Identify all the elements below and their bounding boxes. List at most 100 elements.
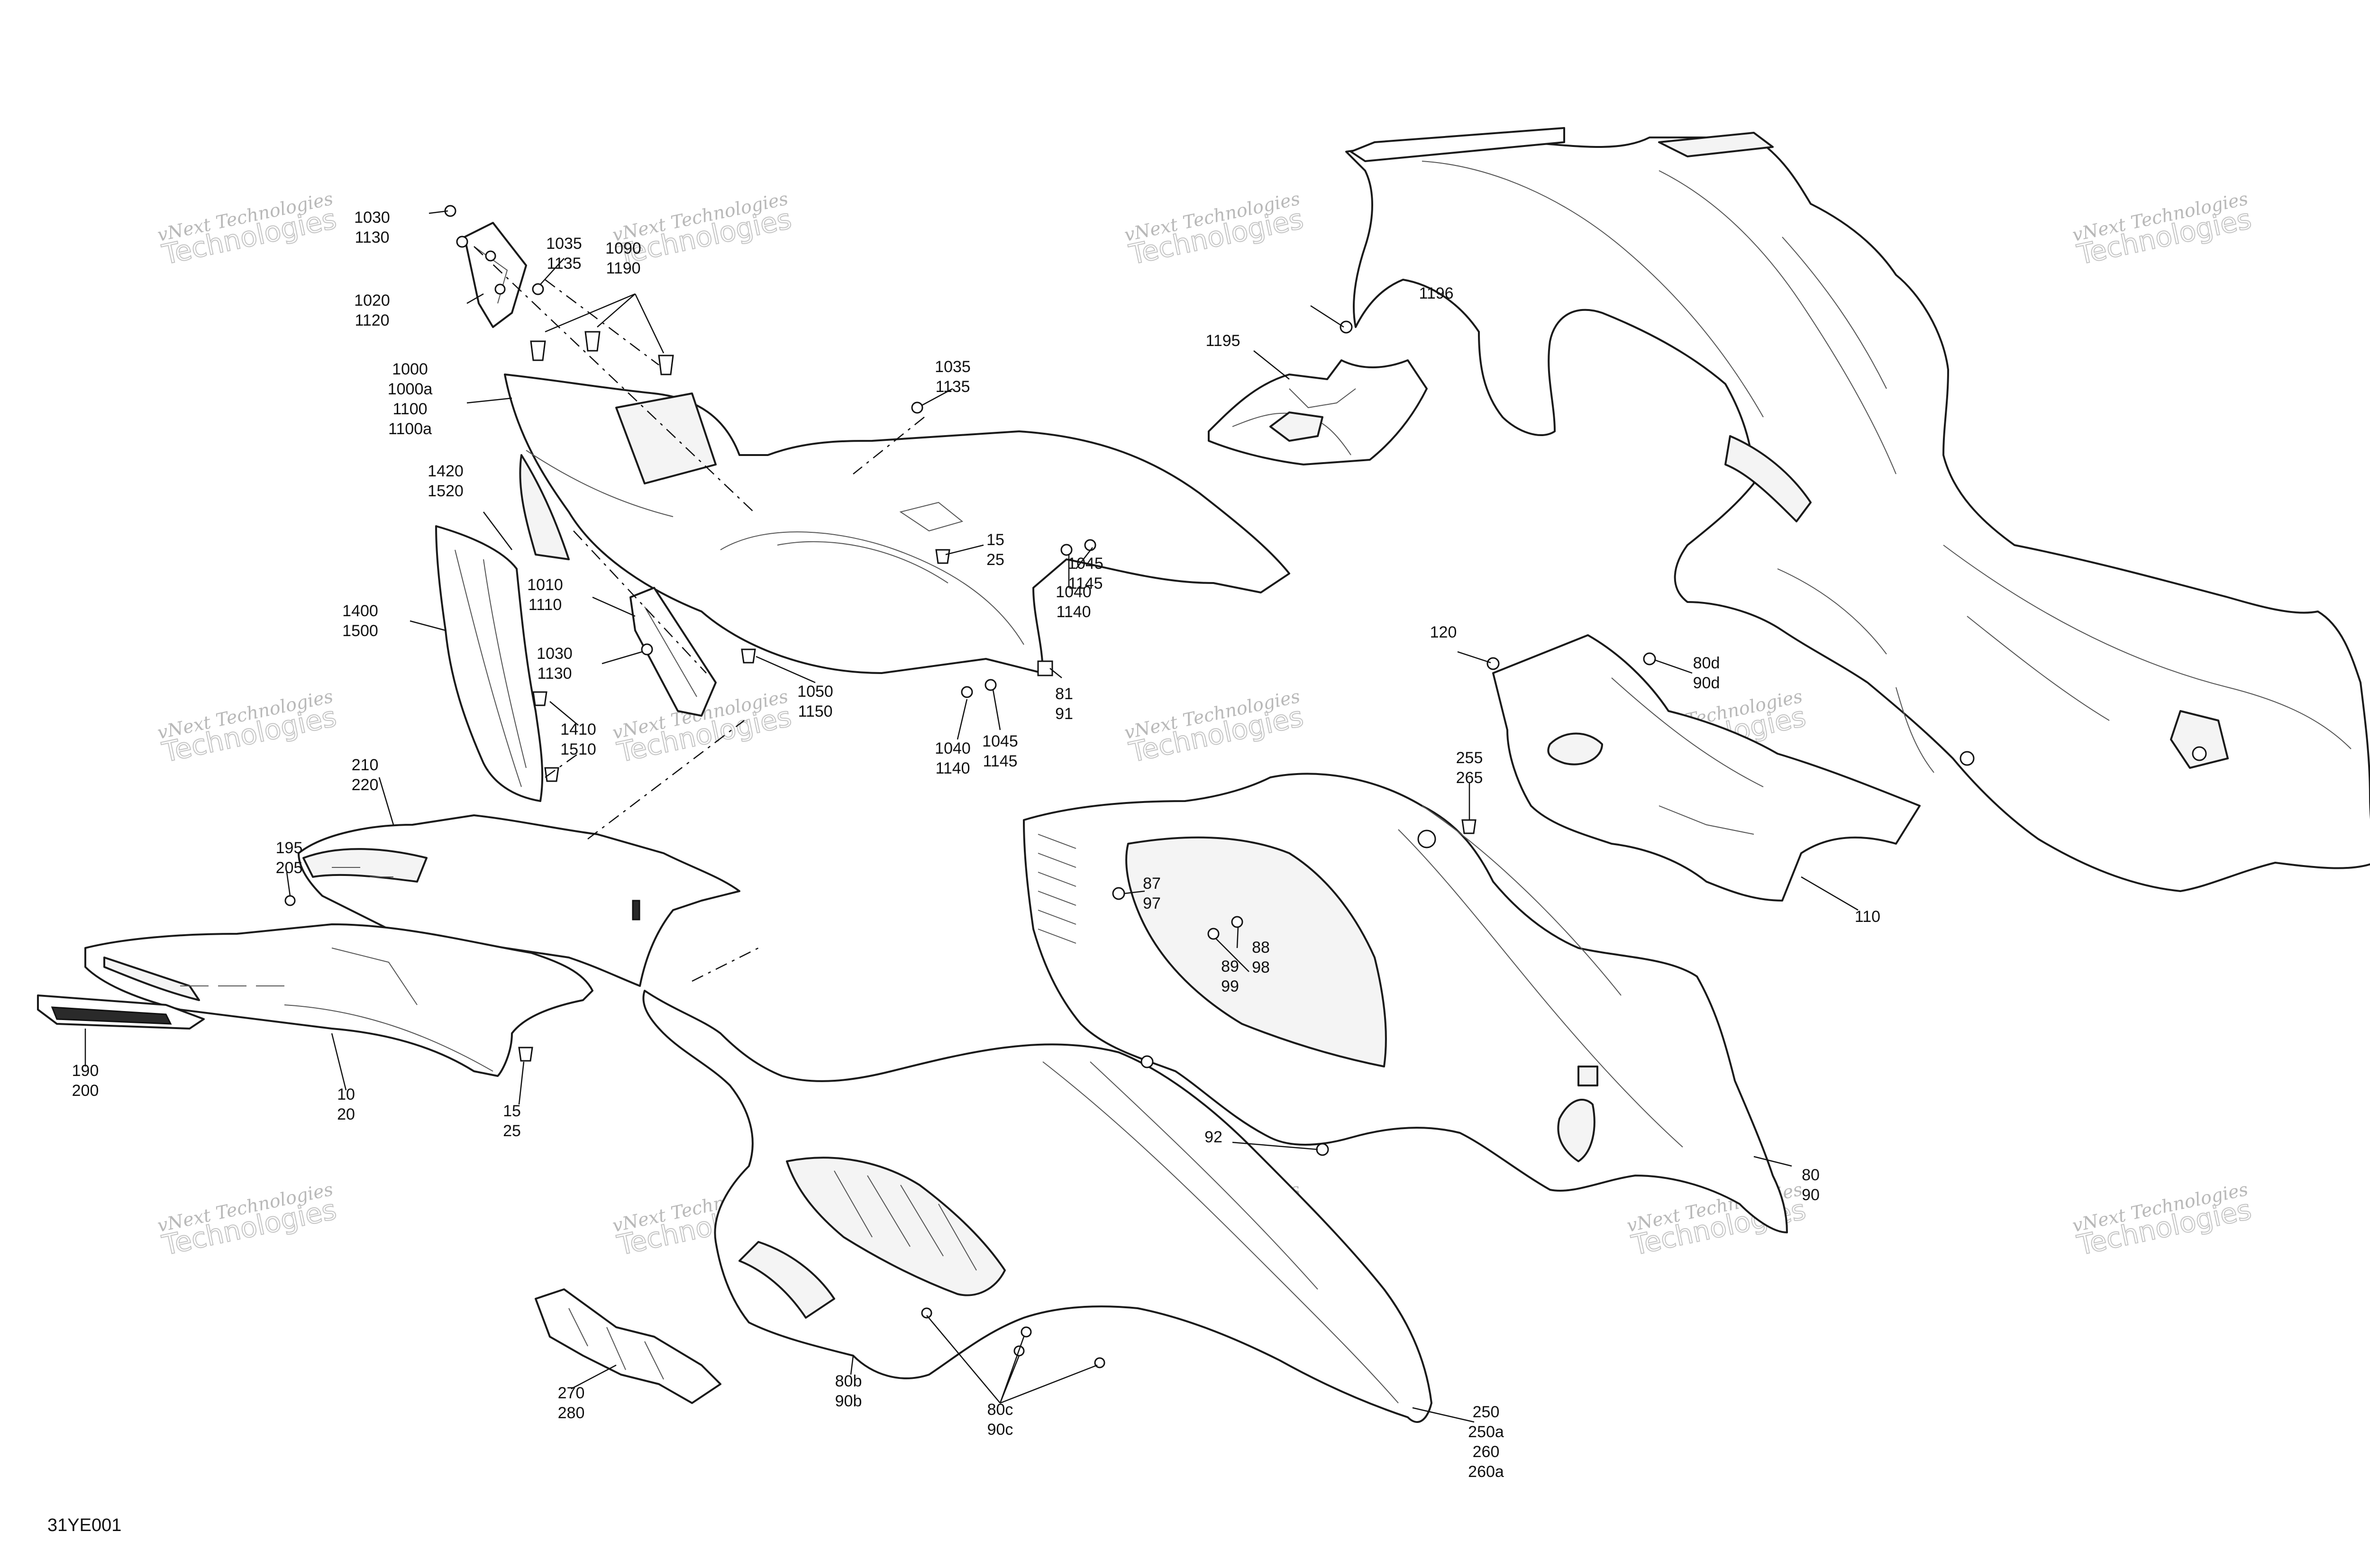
callout-number: 15 <box>986 531 1004 549</box>
callout-number: 80 <box>1802 1166 1820 1184</box>
side-panel-part-1000 <box>504 374 1290 674</box>
part-callout-110: 110 <box>1855 908 1880 926</box>
callout-number: 89 <box>1221 957 1239 975</box>
callout-number: 10 <box>337 1085 355 1103</box>
screw-icon <box>284 895 296 906</box>
callout-number: 260a <box>1468 1463 1504 1481</box>
clip-icon <box>532 691 547 706</box>
callout-number: 255 <box>1456 749 1483 767</box>
clip-icon <box>530 340 546 361</box>
callout-number: 15 <box>503 1102 521 1120</box>
part-callout-1040-1140-low: 1040 1140 <box>935 739 971 777</box>
callout-number: 25 <box>503 1122 521 1140</box>
deflector-part-270 <box>535 1288 721 1404</box>
mounting-bracket-part-110 <box>1492 634 1921 902</box>
front-cover-part-210 <box>298 814 740 987</box>
part-callout-1040-1140-top: 1040 1140 <box>1056 583 1092 621</box>
callout-number: 87 <box>1143 875 1161 893</box>
callout-number: 280 <box>558 1404 585 1422</box>
callout-number: 1010 <box>527 576 563 594</box>
vertical-panel-part-1400 <box>435 525 544 802</box>
screw-icon <box>1643 652 1656 665</box>
callout-number: 1040 <box>1056 583 1092 601</box>
callout-number: 1140 <box>935 759 970 777</box>
callout-number: 110 <box>1855 908 1880 926</box>
part-callout-92: 92 <box>1204 1128 1222 1146</box>
callout-number: 80b <box>835 1372 862 1390</box>
callout-number: 1040 <box>935 739 971 757</box>
callout-number: 1190 <box>606 259 640 277</box>
callout-number: 1140 <box>1056 603 1091 621</box>
screw-icon <box>456 236 468 248</box>
leader-lines <box>84 210 1859 1423</box>
callout-number: 1045 <box>1067 555 1103 573</box>
callout-number: 200 <box>72 1082 99 1100</box>
callout-number: 205 <box>276 859 303 877</box>
callout-number: 1510 <box>560 740 596 758</box>
washer-icon <box>1231 916 1243 928</box>
callout-number: 1150 <box>798 702 832 720</box>
callout-number: 1035 <box>935 358 971 376</box>
screw-icon <box>1060 544 1073 556</box>
callout-number: 1000a <box>388 380 433 398</box>
callout-number: 88 <box>1252 939 1270 957</box>
screw-icon <box>1207 928 1220 940</box>
callout-number: 99 <box>1221 977 1239 995</box>
part-callout-1196: 1196 <box>1419 284 1453 302</box>
callout-number: 1195 <box>1205 332 1240 350</box>
washer-icon <box>1084 539 1096 551</box>
callout-number: 270 <box>558 1384 585 1402</box>
screw-icon <box>921 1307 932 1319</box>
callout-number: 1100a <box>388 420 432 438</box>
grille-panel-part-80 <box>1023 773 1788 1233</box>
clip-icon <box>584 331 601 352</box>
part-callout-1195: 1195 <box>1205 332 1240 350</box>
callout-number: 195 <box>276 839 303 857</box>
lower-side-panel-part-10 <box>84 923 593 1077</box>
screw-icon <box>1316 1143 1329 1156</box>
callout-number: 20 <box>337 1105 355 1123</box>
callout-number: 98 <box>1252 958 1270 976</box>
clip-icon <box>935 549 950 564</box>
clip-icon <box>658 355 674 375</box>
callout-number: 1400 <box>342 602 378 620</box>
screw-icon <box>1112 887 1125 900</box>
callout-number: 1020 <box>354 292 390 310</box>
fastener-group <box>284 205 1656 1368</box>
callout-number: 90 <box>1802 1186 1820 1204</box>
callout-number: 210 <box>352 756 379 774</box>
callout-number: 250a <box>1468 1423 1504 1441</box>
callout-number: 265 <box>1456 769 1483 787</box>
badge-part-190 <box>37 994 205 1030</box>
callout-number: 1100 <box>392 400 427 418</box>
front-fender-part-250 <box>642 990 1432 1423</box>
clip-icon <box>544 767 559 782</box>
callout-number: 1135 <box>547 255 581 273</box>
callout-number: 97 <box>1143 894 1161 912</box>
fender-assembly-part-80 <box>1345 127 2370 892</box>
